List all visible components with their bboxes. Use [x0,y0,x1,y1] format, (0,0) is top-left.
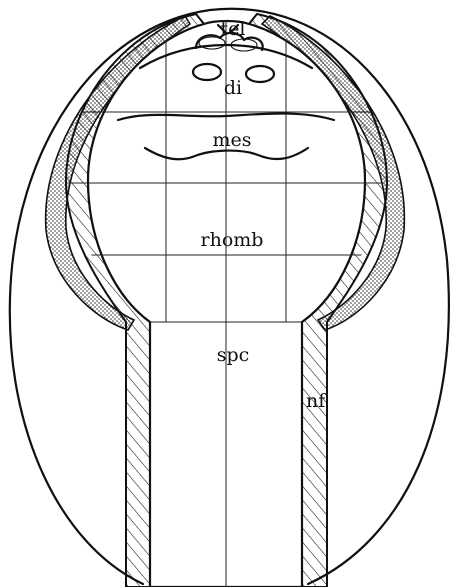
label-rhomb: rhomb [201,229,264,251]
label-spc: spc [217,344,250,366]
label-tel: tel [221,18,246,40]
label-nf: nf [306,390,327,412]
label-di: di [224,77,242,99]
label-mes: mes [212,129,251,151]
